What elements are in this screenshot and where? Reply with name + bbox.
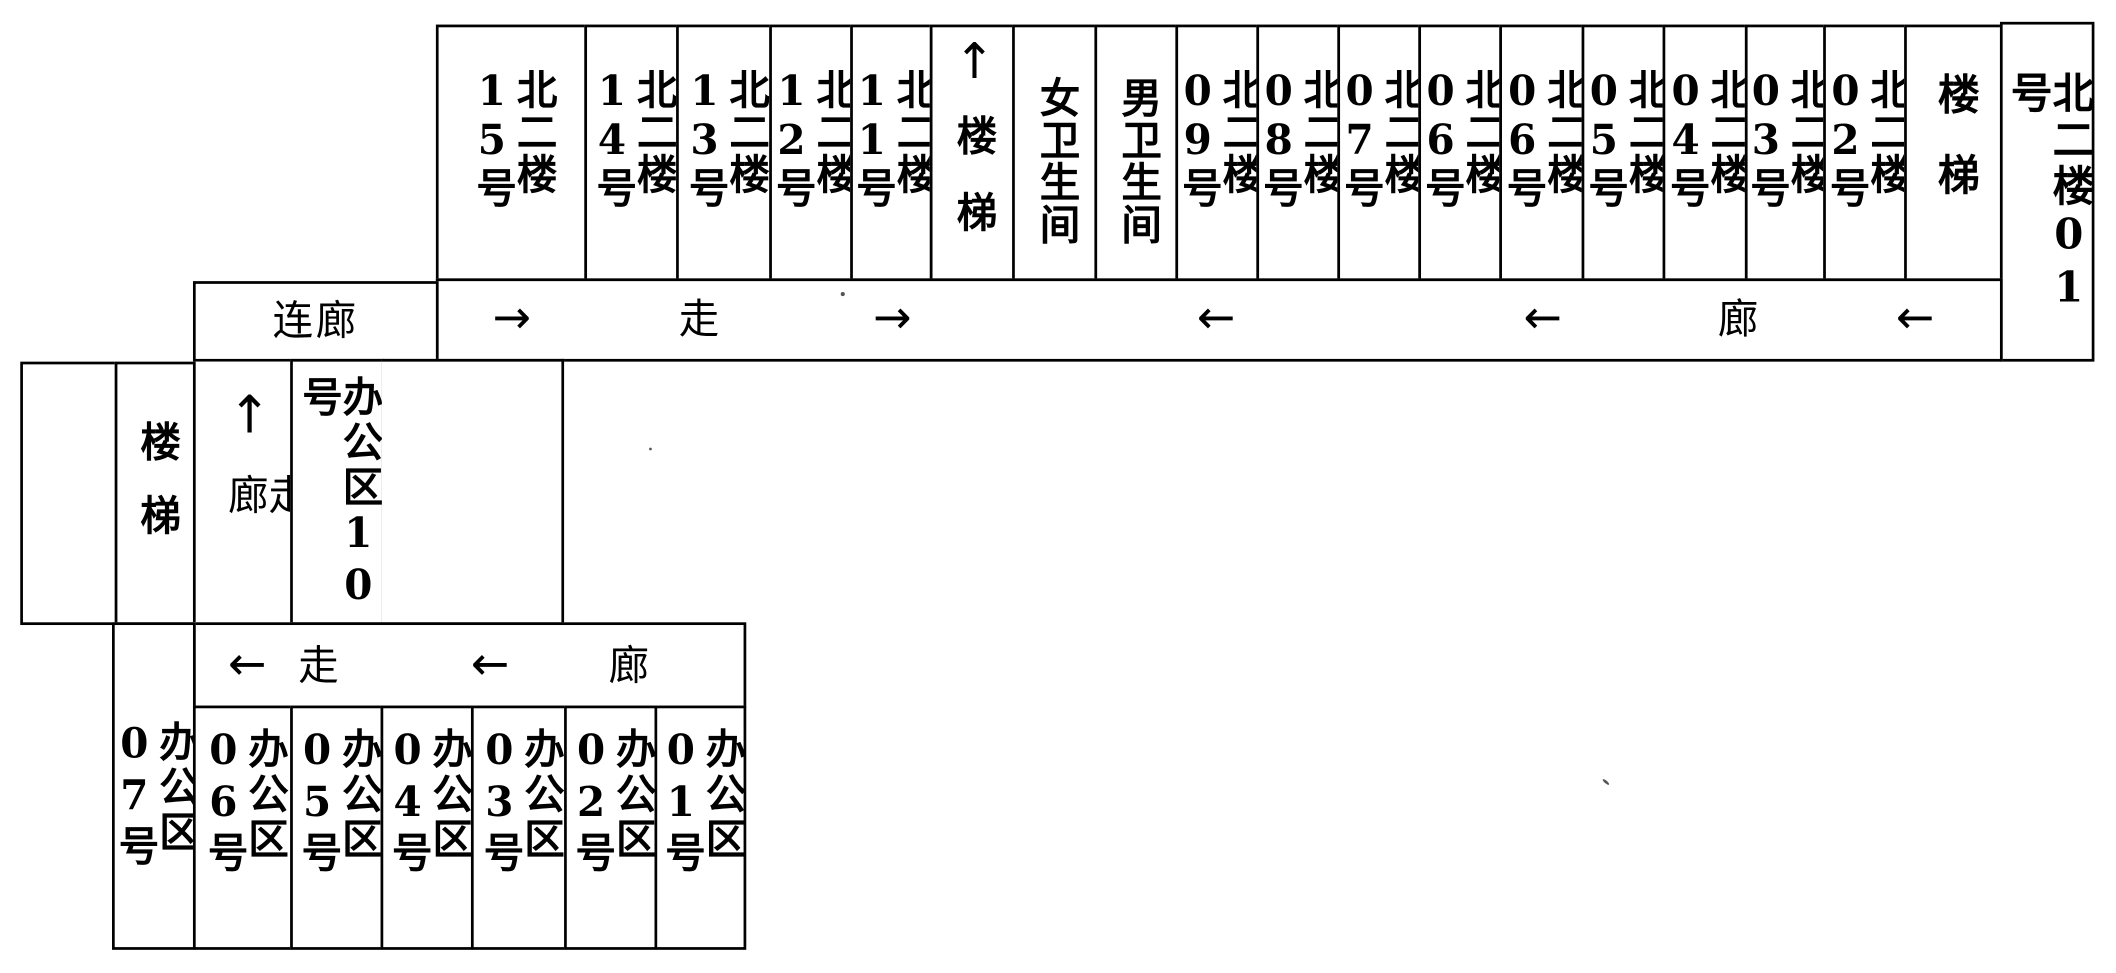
stairs-label: 楼梯 — [132, 419, 180, 568]
room-north2-06a[interactable]: 北二楼06号 — [1416, 24, 1505, 282]
room-north2-05[interactable]: 北二楼05号 — [1580, 24, 1668, 282]
scan-speck — [649, 447, 652, 451]
office-label: 办公区03号 — [475, 727, 564, 877]
stairs-left[interactable]: 楼梯 — [114, 361, 196, 626]
arrow-right-icon: → — [873, 290, 912, 346]
office-label: 办公区01号 — [657, 727, 745, 877]
room-label: 北二楼14号 — [588, 68, 677, 209]
room-north2-01[interactable]: 北二楼01号 — [1999, 21, 2095, 362]
room-north2-02[interactable]: 北二楼02号 — [1821, 24, 1910, 282]
corridor-label-char1: 走 — [298, 642, 339, 691]
arrow-left-icon: ← — [470, 637, 510, 692]
room-north2-12[interactable]: 北二楼12号 — [767, 24, 856, 282]
office-area-05[interactable]: 办公区05号 — [290, 705, 384, 950]
stairs-middle[interactable]: ↑ 楼梯 — [929, 24, 1015, 282]
empty-room-left — [20, 361, 118, 626]
office-area-01[interactable]: 办公区01号 — [654, 705, 747, 950]
room-label: 北二楼02号 — [1821, 68, 1910, 209]
office-label: 办公区04号 — [383, 727, 472, 877]
room-label: 北二楼01号 — [2002, 70, 2094, 317]
arrow-left-icon: ← — [228, 637, 267, 692]
stairs-label: 楼梯 — [1929, 72, 1979, 234]
scan-speck — [840, 292, 845, 297]
arrow-up-icon: ↑ — [228, 384, 272, 445]
room-north2-03[interactable]: 北二楼03号 — [1742, 24, 1830, 282]
corridor-label-char1: 走 — [678, 296, 720, 344]
room-label: 北二楼08号 — [1255, 68, 1343, 209]
room-north2-15[interactable]: 北二楼15号 — [435, 24, 588, 282]
bridge-label: 连廊 — [272, 296, 359, 345]
office-label: 办公区07号 — [110, 720, 199, 870]
office-label: 办公区10号 — [294, 375, 382, 615]
room-north2-06b[interactable]: 北二楼06号 — [1498, 24, 1587, 282]
office-area-07[interactable]: 办公区07号 — [110, 622, 199, 950]
office-area-02[interactable]: 办公区02号 — [564, 705, 658, 950]
corridor-vertical[interactable]: ↑ 走廊 — [192, 361, 308, 626]
bridge-corridor[interactable]: 连廊 — [192, 281, 439, 362]
mens-restroom[interactable]: 男卫生间 — [1094, 24, 1179, 282]
empty-room-right — [381, 358, 565, 626]
corridor-label-char2: 廊 — [608, 642, 650, 691]
restroom-label: 女卫生间 — [1031, 76, 1079, 246]
room-label: 北二楼04号 — [1661, 68, 1750, 209]
room-north2-11[interactable]: 北二楼11号 — [848, 24, 936, 282]
corridor-bottom[interactable]: ← 走 ← 廊 — [192, 622, 747, 709]
arrow-up-icon: ↑ — [954, 34, 995, 91]
room-label: 北二楼07号 — [1336, 68, 1424, 209]
office-label: 办公区05号 — [293, 727, 382, 877]
office-label: 办公区06号 — [199, 727, 288, 877]
room-label: 北二楼06号 — [1416, 68, 1505, 209]
stairs-label: 楼梯 — [948, 114, 996, 268]
arrow-left-icon: ← — [1197, 290, 1236, 346]
room-north2-14[interactable]: 北二楼14号 — [584, 24, 679, 282]
room-label: 北二楼06号 — [1498, 68, 1587, 209]
room-north2-08[interactable]: 北二楼08号 — [1255, 24, 1343, 282]
office-area-10[interactable]: 办公区10号 — [290, 358, 385, 626]
womens-restroom[interactable]: 女卫生间 — [1012, 24, 1098, 282]
room-north2-09[interactable]: 北二楼09号 — [1174, 24, 1262, 282]
office-area-04[interactable]: 办公区04号 — [380, 705, 474, 950]
room-label: 北二楼05号 — [1580, 68, 1668, 209]
stairs-right[interactable]: 楼梯 — [1904, 24, 2003, 282]
office-label: 办公区02号 — [567, 727, 656, 877]
corridor-top[interactable]: → 走 → ← ← 廊 ← — [435, 278, 2003, 362]
room-label: 北二楼11号 — [848, 68, 936, 209]
room-north2-04[interactable]: 北二楼04号 — [1661, 24, 1750, 282]
arrow-left-icon: ← — [1896, 290, 1935, 346]
room-label: 北二楼03号 — [1742, 68, 1830, 209]
room-north2-13[interactable]: 北二楼13号 — [676, 24, 772, 282]
arrow-right-icon: → — [492, 290, 532, 346]
arrow-left-icon: ← — [1523, 290, 1563, 346]
room-label: 北二楼09号 — [1174, 68, 1262, 209]
restroom-label: 男卫生间 — [1113, 76, 1161, 246]
room-label: 北二楼15号 — [468, 68, 556, 209]
room-label: 北二楼13号 — [680, 68, 769, 209]
office-area-06[interactable]: 办公区06号 — [192, 705, 293, 950]
room-label: 北二楼12号 — [767, 68, 856, 209]
office-area-03[interactable]: 办公区03号 — [470, 705, 567, 950]
room-north2-07[interactable]: 北二楼07号 — [1336, 24, 1424, 282]
corridor-label-char2: 廊 — [1717, 296, 1759, 344]
scan-speck — [1601, 778, 1610, 786]
